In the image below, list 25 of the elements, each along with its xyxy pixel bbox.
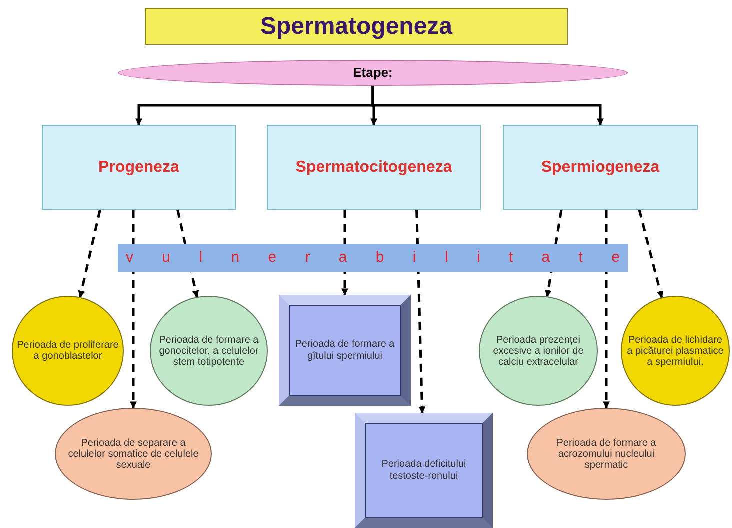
arrow	[78, 210, 102, 298]
arrow	[130, 210, 137, 409]
node-text: Perioada prezenței excesive a ionilor de calciu extracelular	[492, 334, 585, 368]
node-text: Perioada de proliferare a gonoblastelor	[17, 340, 119, 362]
node-text: Perioada deficitului testoste-ronului	[380, 458, 468, 482]
arrow	[372, 86, 604, 126]
node-text: Perioada de formare a acrozomului nucleului spermatic	[556, 438, 658, 470]
vulnerability-band: v u l n e r a b i l i t a t e	[118, 244, 628, 272]
arrow	[603, 210, 610, 409]
node-text: Perioada de separare a celulelor somatice de celulele sexuale	[68, 438, 199, 470]
arrow	[416, 210, 426, 414]
stage-box	[503, 125, 698, 210]
node-text: Perioada de lichidare a picăturei plasmatice a spermiului.	[626, 334, 725, 368]
stage-box	[42, 125, 236, 210]
node-text: Perioada de formare a gîtului spermiului	[294, 338, 396, 362]
period-box	[355, 413, 493, 528]
node-text: Spermatocitogeneza	[296, 158, 452, 178]
arrow	[638, 210, 664, 298]
period-box	[279, 295, 411, 406]
node-text: Etape:	[353, 64, 393, 82]
stage-box	[267, 125, 481, 210]
node-text: Progeneza	[98, 158, 180, 178]
node-text: Spermiogeneza	[541, 158, 660, 178]
title-banner: Spermatogeneza	[145, 8, 568, 45]
node-text: Perioada de formare a gonocitelor, a celulelor stem totipotente	[158, 334, 260, 368]
